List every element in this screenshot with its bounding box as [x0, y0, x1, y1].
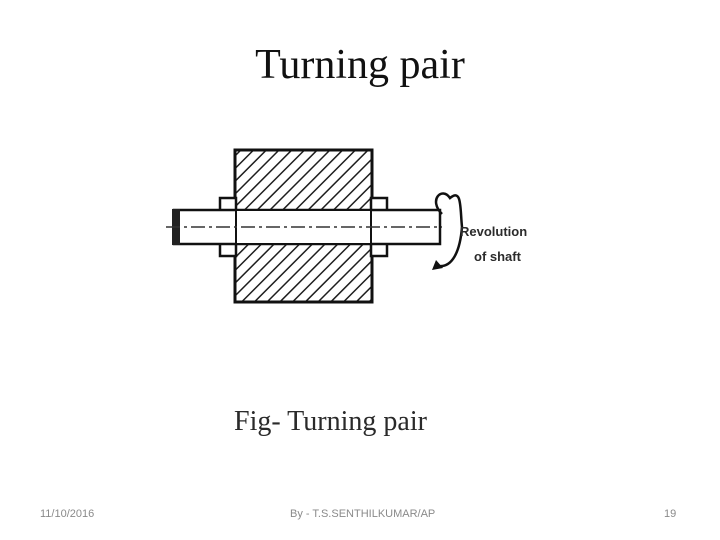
- turning-pair-diagram: Revolution of shaft: [160, 128, 560, 338]
- slide-title: Turning pair: [255, 42, 465, 88]
- footer-page-number: 19: [664, 508, 677, 520]
- revolution-label-line2: of shaft: [474, 249, 522, 264]
- footer-author: By - T.S.SENTHILKUMAR/AP: [290, 508, 436, 520]
- revolution-label-line1: Revolution: [460, 224, 527, 239]
- footer-date: 11/10/2016: [40, 508, 95, 520]
- turning-pair-drawing: Revolution of shaft: [166, 148, 527, 304]
- revolution-arrow: [434, 192, 464, 268]
- figure-caption: Fig- Turning pair: [234, 406, 427, 437]
- revolution-arrow-head: [432, 260, 443, 270]
